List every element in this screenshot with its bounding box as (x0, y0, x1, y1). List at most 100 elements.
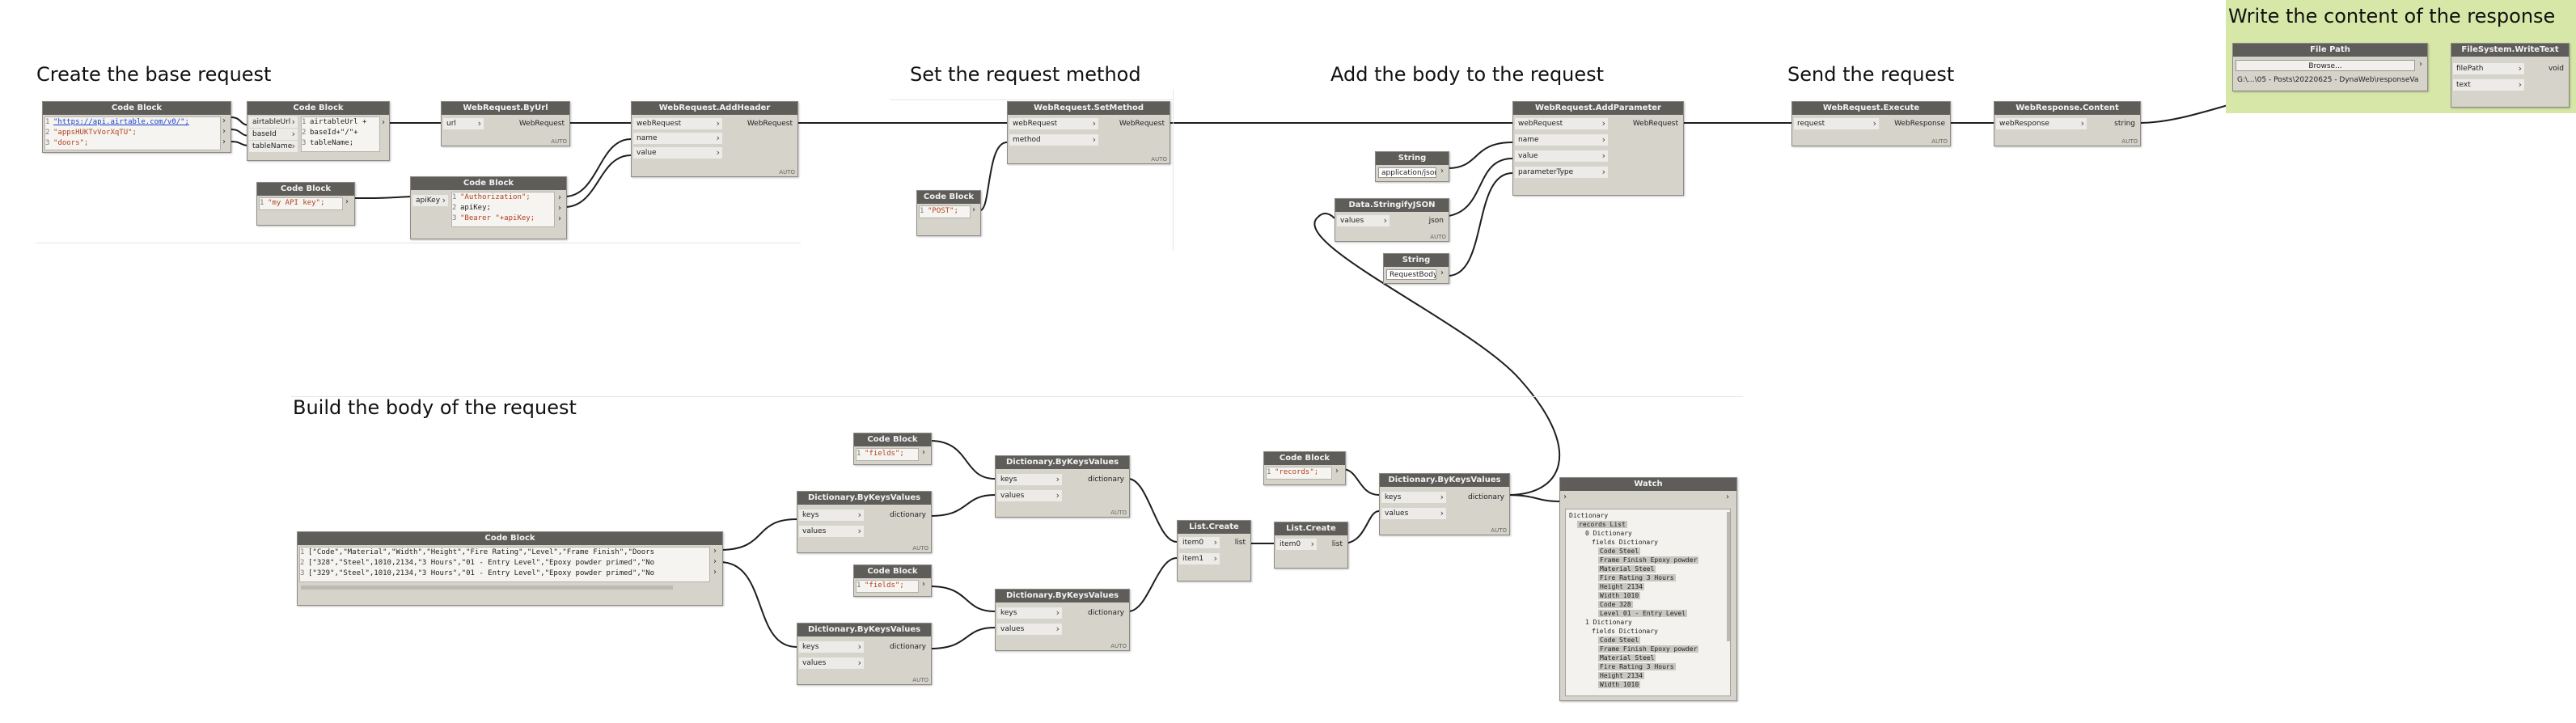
input-port-webrequest[interactable]: webRequest (1009, 118, 1098, 129)
code-block-fields-node-2[interactable]: Code Block 1"fields"; › (853, 564, 932, 597)
output-port-icon[interactable]: › (713, 557, 717, 566)
code-block-auth-node[interactable]: Code Block apiKey 1"Authorization"; 2api… (410, 176, 567, 239)
input-port-values[interactable]: values (997, 624, 1062, 635)
dictionary-bykeysvalues-node-3[interactable]: Dictionary.ByKeysValues keys values dict… (995, 455, 1130, 518)
output-port-icon[interactable]: › (922, 580, 925, 589)
string-value-input[interactable]: application/json (1378, 167, 1436, 178)
output-port-icon[interactable]: › (222, 116, 226, 125)
input-port-filepath[interactable]: filePath (2453, 63, 2524, 74)
output-port-icon[interactable]: › (1440, 167, 1444, 175)
webrequest-byurl-node[interactable]: WebRequest.ByUrl url WebRequest AUTO (441, 101, 570, 146)
input-port-values[interactable]: values (1337, 215, 1390, 226)
input-port-item0[interactable]: item0 (1179, 537, 1220, 548)
input-port-value[interactable]: value (1515, 150, 1608, 162)
output-port-icon[interactable]: › (2419, 60, 2422, 69)
input-port-tablename[interactable]: tableName (249, 141, 298, 152)
input-port-airtableurl[interactable]: airtableUrl (249, 116, 298, 128)
output-port-webresponse[interactable]: WebResponse (1894, 120, 1945, 128)
string-value-input[interactable]: RequestBody (1386, 269, 1436, 280)
input-port-url[interactable]: url (443, 118, 484, 129)
watch-scrollbar[interactable] (1727, 512, 1730, 641)
input-port-keys[interactable]: keys (799, 641, 864, 653)
code-block-url-node[interactable]: Code Block 1"https://api.airtable.com/v0… (42, 101, 231, 153)
watch-node[interactable]: Watch › › Dictionary records List 0 Dict… (1559, 477, 1737, 701)
output-port-icon[interactable]: › (345, 197, 349, 206)
webrequest-addparameter-node[interactable]: WebRequest.AddParameter webRequest name … (1512, 101, 1684, 196)
output-port-icon[interactable]: › (713, 547, 717, 556)
input-port-method[interactable]: method (1009, 134, 1098, 146)
input-port-keys[interactable]: keys (997, 474, 1062, 485)
output-port-dictionary[interactable]: dictionary (1088, 609, 1124, 617)
code-block-apikey-node[interactable]: Code Block 1"my API key"; › (256, 182, 355, 226)
input-port-values[interactable]: values (997, 490, 1062, 501)
output-port-icon[interactable]: › (972, 205, 975, 214)
output-port-icon[interactable]: › (382, 118, 385, 127)
output-port-icon[interactable]: › (713, 568, 717, 577)
output-port-icon[interactable]: › (1335, 467, 1339, 476)
output-port-json[interactable]: json (1428, 217, 1444, 225)
string-requestbody-node[interactable]: String RequestBody › (1383, 253, 1449, 284)
input-port-value[interactable]: value (633, 147, 722, 159)
webrequest-execute-node[interactable]: WebRequest.Execute request WebResponse A… (1791, 101, 1951, 146)
output-port-icon[interactable]: › (558, 193, 561, 202)
code-editor[interactable]: 1"records"; (1266, 467, 1332, 480)
output-port-icon[interactable]: › (558, 214, 561, 223)
dictionary-bykeysvalues-node-5[interactable]: Dictionary.ByKeysValues keys values dict… (1379, 473, 1510, 535)
input-port-icon[interactable]: › (1563, 493, 1567, 501)
filesystem-writetext-node[interactable]: FileSystem.WriteText filePath text void (2451, 43, 2570, 108)
code-editor[interactable]: 1["Code","Material","Width","Height","Fi… (299, 547, 710, 582)
code-block-fields-node-1[interactable]: Code Block 1"fields"; › (853, 433, 932, 465)
input-port-values[interactable]: values (1381, 508, 1446, 519)
output-port-void[interactable]: void (2548, 65, 2564, 73)
input-port-webresponse[interactable]: webResponse (1996, 118, 2087, 129)
input-port-item1[interactable]: item1 (1179, 553, 1220, 564)
output-port-webrequest[interactable]: WebRequest (518, 120, 565, 128)
webrequest-setmethod-node[interactable]: WebRequest.SetMethod webRequest method W… (1007, 101, 1170, 164)
input-port-text[interactable]: text (2453, 79, 2524, 91)
horizontal-scrollbar[interactable] (301, 586, 673, 590)
output-port-string[interactable]: string (2114, 120, 2135, 128)
input-port-webrequest[interactable]: webRequest (633, 118, 722, 129)
string-application-json-node[interactable]: String application/json › (1375, 151, 1449, 182)
dictionary-bykeysvalues-node-4[interactable]: Dictionary.ByKeysValues keys values dict… (995, 589, 1130, 651)
output-port-webrequest[interactable]: WebRequest (747, 120, 793, 128)
code-editor[interactable]: 1"fields"; (856, 448, 919, 461)
output-port-dictionary[interactable]: dictionary (890, 511, 926, 519)
input-port-request[interactable]: request (1794, 118, 1879, 129)
input-port-name[interactable]: name (1515, 134, 1608, 146)
input-port-name[interactable]: name (633, 133, 722, 144)
output-port-icon[interactable]: › (1440, 268, 1444, 277)
input-port-values[interactable]: values (799, 657, 864, 669)
code-editor[interactable]: 1"POST"; (919, 205, 971, 218)
watch-preview[interactable]: Dictionary records List 0 Dictionary fie… (1565, 509, 1731, 696)
webresponse-content-node[interactable]: WebResponse.Content webResponse string A… (1994, 101, 2141, 146)
input-port-keys[interactable]: keys (799, 509, 864, 521)
input-port-baseid[interactable]: baseId (249, 129, 298, 140)
output-port-icon[interactable]: › (222, 127, 226, 136)
output-port-dictionary[interactable]: dictionary (1468, 493, 1504, 501)
input-port-parametertype[interactable]: parameterType (1515, 167, 1608, 178)
input-port-webrequest[interactable]: webRequest (1515, 118, 1608, 129)
dictionary-bykeysvalues-node-1[interactable]: Dictionary.ByKeysValues keys values dict… (797, 491, 932, 553)
list-create-node-1[interactable]: List.Create item0 item1 list (1177, 520, 1251, 581)
list-create-node-2[interactable]: List.Create item0 list (1274, 522, 1348, 569)
output-port-webrequest[interactable]: WebRequest (1119, 120, 1165, 128)
output-port-list[interactable]: list (1234, 539, 1246, 547)
input-port-keys[interactable]: keys (1381, 492, 1446, 503)
code-block-data-node[interactable]: Code Block 1["Code","Material","Width","… (297, 531, 723, 606)
input-port-values[interactable]: values (799, 526, 864, 537)
dictionary-bykeysvalues-node-2[interactable]: Dictionary.ByKeysValues keys values dict… (797, 623, 932, 685)
output-port-webrequest[interactable]: WebRequest (1632, 120, 1678, 128)
output-port-icon[interactable]: › (922, 448, 925, 457)
code-block-records-node[interactable]: Code Block 1"records"; › (1263, 451, 1346, 485)
output-port-list[interactable]: list (1331, 540, 1343, 548)
output-port-dictionary[interactable]: dictionary (1088, 476, 1124, 484)
input-port-item0[interactable]: item0 (1276, 539, 1317, 550)
code-editor[interactable]: 1"my API key"; (259, 197, 343, 210)
output-port-icon[interactable]: › (1726, 493, 1729, 501)
output-port-icon[interactable]: › (558, 204, 561, 213)
code-block-post-node[interactable]: Code Block 1"POST"; › (916, 190, 981, 236)
code-editor[interactable]: 1"https://api.airtable.com/v0/"; 2"appsH… (44, 116, 221, 150)
file-path-node[interactable]: File Path Browse... G:\...\05 - Posts\20… (2232, 43, 2428, 91)
